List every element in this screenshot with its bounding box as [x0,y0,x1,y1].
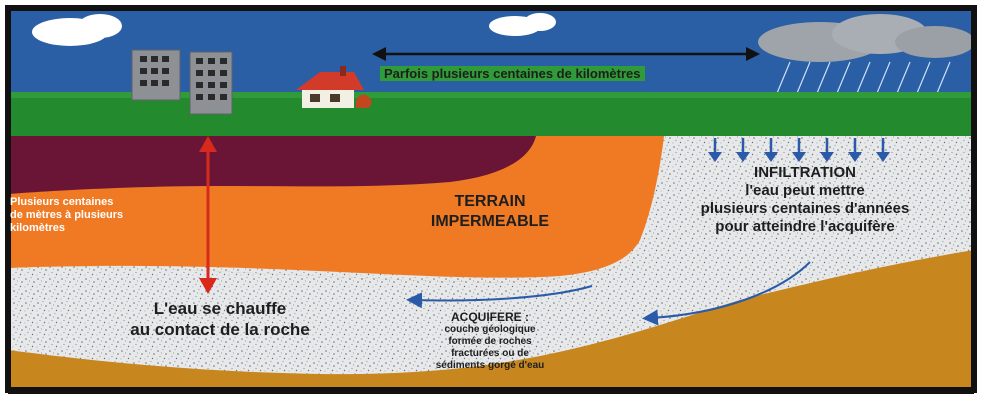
distance-label: Parfois plusieurs centaines de kilomètre… [380,66,645,81]
infiltration-line: l'eau peut mettre [745,182,865,199]
aquifer-label: ACQUIFERE : couche géologique formée de … [400,310,580,372]
building-icon [131,49,181,101]
aquifer-line: formée de roches [448,336,532,347]
depth-arrow [199,136,217,294]
infiltration-line: plusieurs centaines d'années [700,200,910,217]
building-icon [189,51,233,115]
infiltration-arrows [708,138,890,162]
distance-arrow [372,47,760,61]
flow-arrows [406,261,811,326]
heat-label-line: au contact de la roche [130,320,310,339]
heat-label: L'eau se chauffe au contact de la roche [70,298,370,340]
cloud-icon [489,13,556,36]
aquifer-line: sédiments gorgé d'eau [435,360,545,371]
depth-label-line: de mètres à plusieurs [10,209,124,221]
cloud-icon [32,14,122,46]
infiltration-line: pour atteindre l'acquifère [715,218,895,235]
aquifer-line: couche géologique [444,324,536,335]
house-icon [296,66,372,108]
impermeable-label-line: IMPERMEABLE [430,213,550,230]
depth-label-line: Plusieurs centaines [10,196,114,208]
aquifer-title: ACQUIFERE : [451,310,529,324]
aquifer-line: fracturées ou de [451,348,529,359]
depth-label-line: kilomètres [10,222,66,234]
depth-label: Plusieurs centaines de mètres à plusieur… [10,196,123,235]
infiltration-title: INFILTRATION [754,164,856,181]
rain-cloud-icon [758,14,975,111]
dark-surface-layer [8,136,536,194]
infiltration-label: INFILTRATION l'eau peut mettre plusieurs… [640,164,970,236]
impermeable-label: TERRAIN IMPERMEABLE [410,192,570,232]
heat-label-line: L'eau se chauffe [153,299,287,318]
impermeable-label-line: TERRAIN [454,193,526,210]
